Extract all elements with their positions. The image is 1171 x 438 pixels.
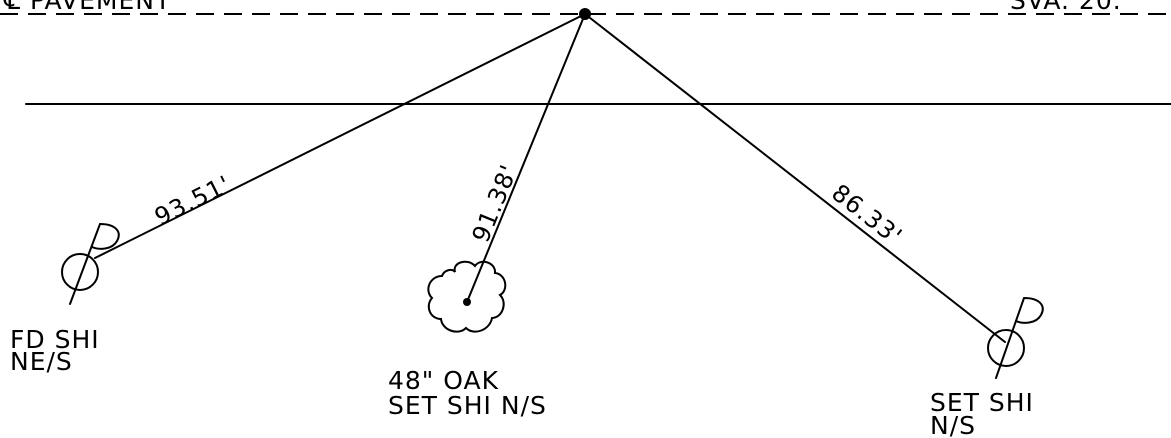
oak-label-line2: SET SHI N/S — [388, 391, 547, 420]
tie-distance-fd-shi: 93.51' — [150, 170, 235, 231]
oak-label-line1: 48" OAK — [388, 366, 499, 395]
oak-tree-icon — [427, 260, 507, 333]
tie-distance-set-shi: 86.33' — [826, 179, 907, 251]
set-shi-monument-icon — [987, 297, 1044, 379]
tie-line-fd-shi — [94, 13, 586, 259]
pavement-centerline-label: ℄ PAVEMENT — [3, 0, 171, 15]
set-shi-label-line2: N/S — [930, 411, 976, 438]
fd-shi-monument-icon — [61, 223, 120, 305]
fd-shi-label-line1: FD SHI — [10, 325, 100, 354]
tie-distance-oak: 91.38' — [467, 160, 524, 246]
tie-line-set-shi — [584, 13, 1006, 343]
centerline-station-label: SVA. 20. — [1010, 0, 1122, 15]
set-shi-label-line1: SET SHI — [930, 388, 1034, 417]
reference-point — [579, 8, 591, 20]
tie-line-oak — [466, 13, 586, 303]
fd-shi-label-line2: NE/S — [10, 347, 73, 376]
